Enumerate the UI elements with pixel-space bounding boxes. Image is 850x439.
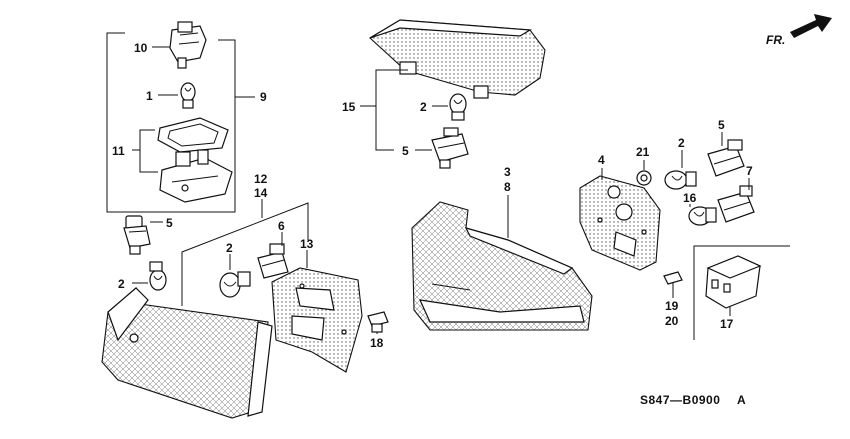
callout-2-right: 2 [678,136,685,150]
callout-13: 13 [300,237,314,251]
callout-5-high: 5 [402,144,409,158]
callout-2-left: 2 [118,277,125,291]
callout-14: 14 [254,186,268,200]
leader-bracket-12 [181,202,309,306]
drawing-code-text: S847—B0900 [640,393,720,407]
leader-bracket-15 [375,69,408,151]
callout-4: 4 [598,153,605,167]
left-bulb-part [149,261,167,291]
front-arrow-icon [790,14,832,38]
drawing-code: S847—B0900 A [640,393,746,407]
main-tail-lamp [411,195,593,331]
inner-gasket-part [271,267,363,373]
relay-box-border [693,245,790,340]
socket-7-part [717,185,755,223]
right-socket-part [707,139,745,177]
front-direction-indicator: FR. [766,14,832,47]
inner-tail-lamp [101,199,309,419]
callout-1: 1 [146,89,153,103]
callout-2-high: 2 [420,100,427,114]
high-mount-stop-light [360,19,546,151]
left-socket-part [123,215,151,255]
callout-18: 18 [370,336,384,350]
callout-10: 10 [134,41,148,55]
outer-gasket-part [579,175,661,271]
callout-20: 20 [665,314,679,328]
license-light-group [106,21,255,213]
callout-21: 21 [636,145,650,159]
license-gasket-part [157,117,229,153]
small-bulb-part [688,206,717,226]
high-mount-bulb-part [449,93,467,121]
clip-part [367,311,389,333]
group-bracket-9 [106,32,236,213]
callout-labels: 10 1 9 11 5 2 12 14 2 6 13 15 2 5 3 8 18… [112,41,753,350]
group-bracket-9-top [218,39,236,172]
license-housing-part [159,149,233,203]
screw-part [663,271,683,296]
callout-12: 12 [254,172,268,186]
drawing-code-suffix: A [737,393,746,407]
relay-box [693,245,790,340]
callout-17: 17 [720,317,734,331]
leader-11 [139,129,158,173]
grommet-part [636,170,652,186]
callout-3: 3 [504,165,511,179]
callout-8: 8 [504,180,511,194]
right-bulb-part [664,170,697,190]
mid-socket-part [257,243,289,279]
callout-5-left: 5 [166,216,173,230]
license-socket-part [169,21,207,69]
callout-11: 11 [112,144,125,158]
callout-9: 9 [260,90,267,104]
callout-5-right: 5 [718,118,725,132]
high-mount-socket-part [431,127,469,169]
callout-15: 15 [342,100,356,114]
callout-19: 19 [665,299,679,313]
callout-16: 16 [683,191,697,205]
callout-7: 7 [746,164,753,178]
callout-2-mid: 2 [226,241,233,255]
license-bulb-part [180,82,196,109]
front-label: FR. [766,33,785,47]
mid-bulb-part [219,271,251,298]
callout-6: 6 [278,219,285,233]
